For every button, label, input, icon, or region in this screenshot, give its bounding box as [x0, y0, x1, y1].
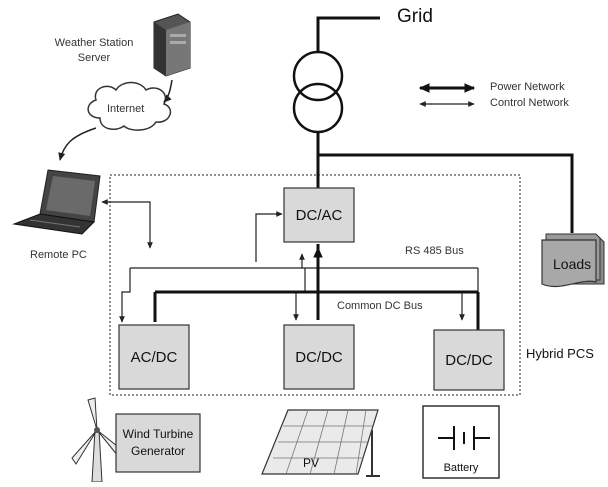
- internet-cloud-icon: [87, 81, 172, 131]
- server-to-internet-arrow: [163, 79, 173, 103]
- legend-power-label: Power Network: [490, 81, 565, 93]
- power-network-lines: [153, 244, 480, 330]
- dc-ac-converter: [283, 187, 355, 243]
- dc-ac-label: DC/AC: [295, 206, 343, 224]
- grid-label: Grid: [397, 6, 433, 27]
- pv-panel-icon: [261, 409, 380, 477]
- loads-icon: [541, 233, 605, 288]
- wind-generator-box: [115, 413, 201, 473]
- weather-station-label-line1: Weather Station: [54, 37, 134, 49]
- battery-icon: [438, 426, 490, 450]
- server-icon: [153, 13, 191, 77]
- weather-station-label-line2: Server: [77, 52, 111, 64]
- dc-dc-converter-middle: [283, 324, 355, 390]
- wind-generator-label-line1: Wind Turbine: [122, 427, 194, 441]
- remote-pc-label: Remote PC: [30, 249, 87, 261]
- battery-label: Battery: [443, 462, 479, 474]
- ac-dc-label: AC/DC: [130, 348, 178, 366]
- hybrid-pcs-label: Hybrid PCS: [526, 346, 594, 361]
- rs485-bus-label: RS 485 Bus: [405, 245, 464, 257]
- dc-dc-middle-label: DC/DC: [295, 348, 343, 366]
- loads-label: Loads: [553, 256, 592, 272]
- power-line-main: [316, 132, 574, 233]
- dc-dc-right-label: DC/DC: [445, 351, 493, 369]
- laptop-icon: [12, 169, 101, 235]
- dc-dc-converter-right: [433, 329, 505, 391]
- battery-box: [422, 405, 500, 479]
- pv-label: PV: [303, 456, 320, 470]
- wind-generator-label-line2: Generator: [130, 444, 186, 458]
- legend-control-label: Control Network: [490, 97, 569, 109]
- common-dc-bus-label: Common DC Bus: [337, 300, 423, 312]
- internet-label: Internet: [107, 103, 145, 115]
- transformer-icon: [292, 50, 344, 134]
- hybrid-pcs-boundary: [109, 174, 521, 396]
- grid-connection: [316, 16, 380, 52]
- wind-turbine-icon: [71, 397, 123, 483]
- wind-generator-label: Wind Turbine Generator: [116, 414, 200, 472]
- ac-dc-converter: [118, 324, 190, 390]
- internet-to-pc-arrow: [58, 127, 97, 161]
- weather-station-label: Weather Station Server: [34, 36, 154, 66]
